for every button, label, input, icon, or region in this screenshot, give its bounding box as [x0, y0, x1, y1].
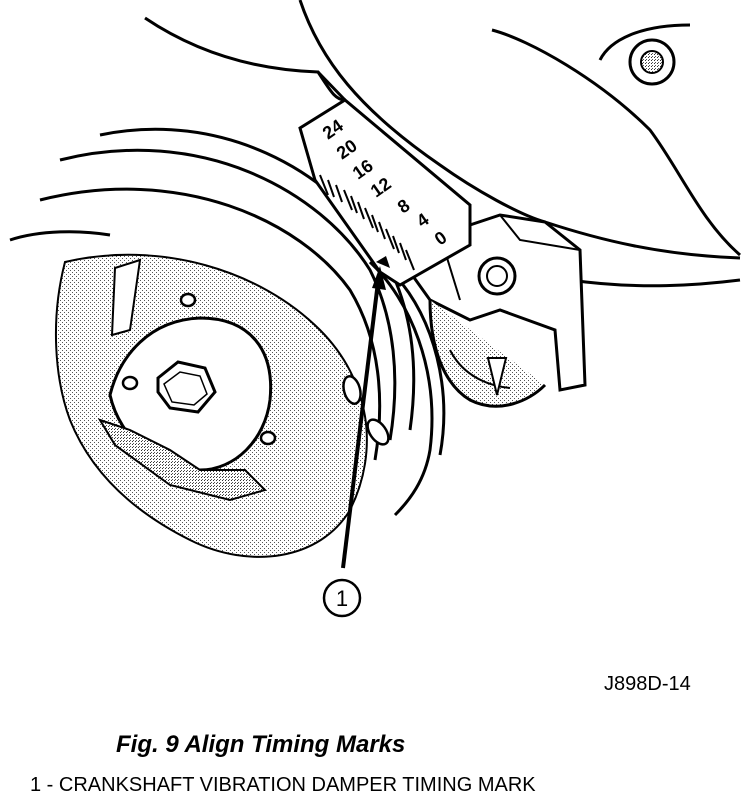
callout-number: 1 — [336, 586, 348, 611]
engine-block — [144, 0, 741, 288]
engine-bolt — [628, 38, 676, 86]
crankshaft-bolt — [156, 360, 217, 414]
figure-caption: Fig. 9 Align Timing Marks — [116, 731, 406, 758]
timing-scale-plate — [298, 98, 472, 287]
callout-leader-arrow — [341, 266, 386, 569]
damper-hub-face — [54, 253, 368, 558]
callout-1: 1 — [322, 578, 362, 618]
hub-holes — [121, 292, 390, 446]
drawing-code: J898D-14 — [604, 673, 691, 695]
legend-item-1: 1 - CRANKSHAFT VIBRATION DAMPER TIMING M… — [30, 774, 536, 796]
damper-timing-mark — [376, 256, 390, 268]
timing-scale-ticks — [319, 174, 415, 271]
timing-cover-bracket — [402, 213, 587, 408]
